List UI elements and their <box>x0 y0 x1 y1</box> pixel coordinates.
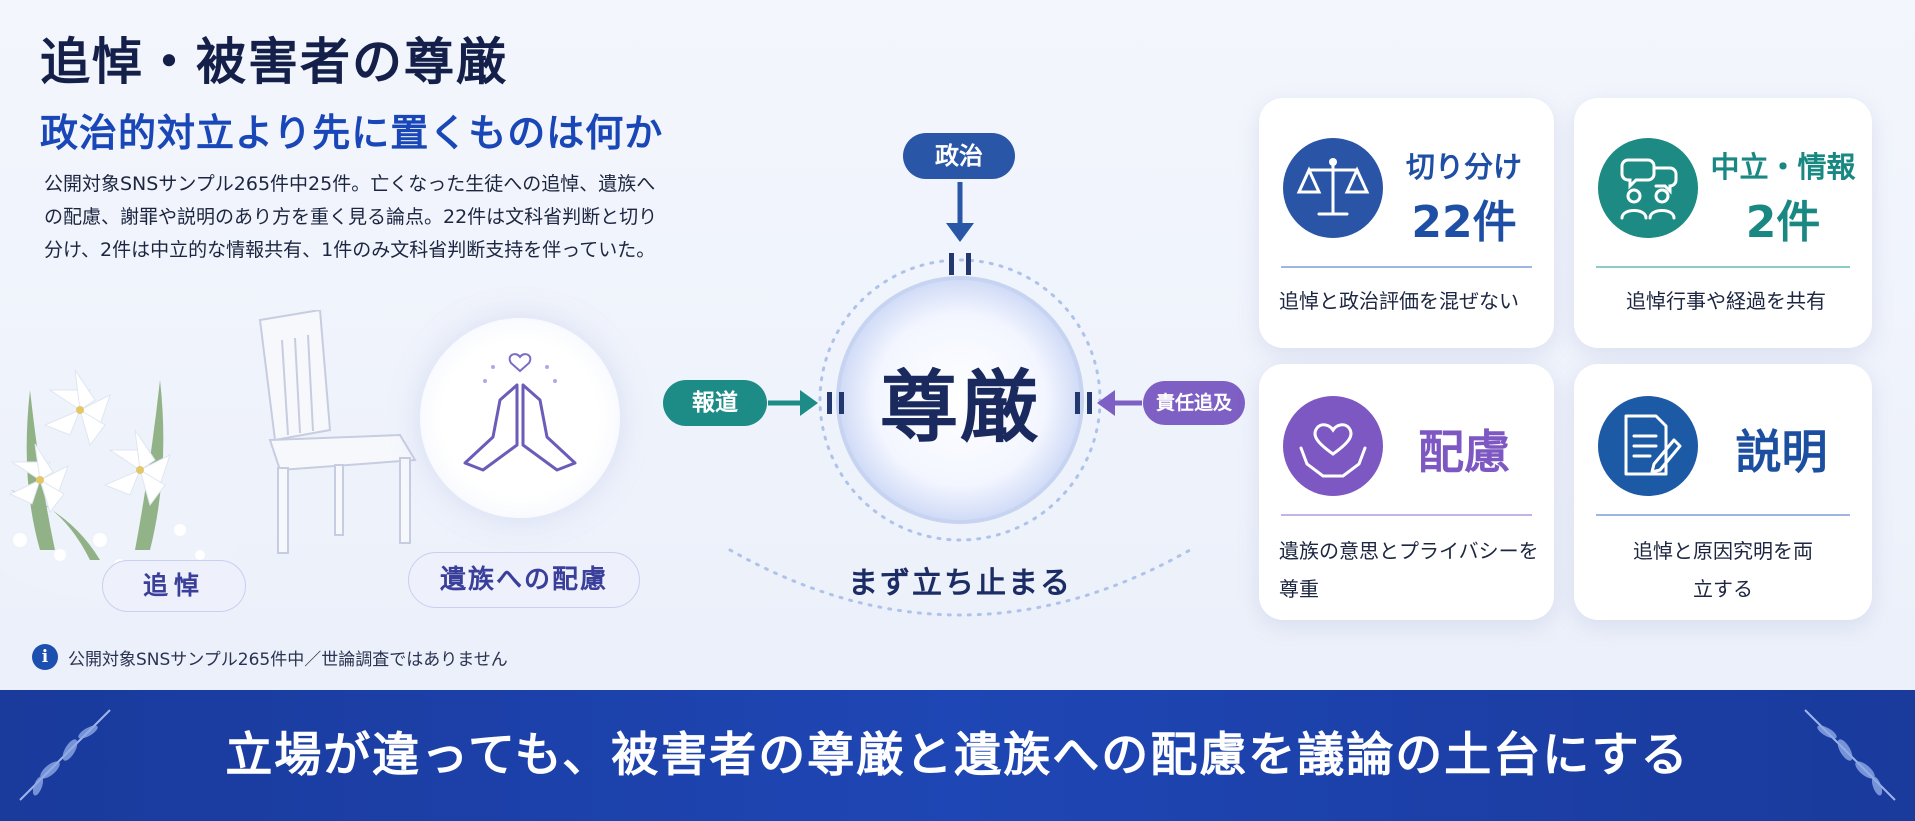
leaf-decoration-right <box>1804 709 1896 801</box>
document-pen-icon <box>1598 396 1698 496</box>
card-neutral-heading: 中立・情報 <box>1710 150 1856 184</box>
heart-hands-icon <box>1283 396 1383 496</box>
card-neutral-body: 追悼行事や経過を共有 <box>1626 289 1826 313</box>
card-neutral-count: 2件 <box>1745 197 1821 248</box>
bottom-banner <box>0 690 1915 821</box>
card-explanation-heading: 説明 <box>1735 425 1828 479</box>
accountability-label: 責任追及 <box>1143 381 1245 425</box>
divider <box>1281 514 1532 516</box>
dignity-center-text: 尊厳 <box>880 362 1041 453</box>
divider <box>1596 266 1850 268</box>
info-icon: i <box>32 644 58 670</box>
card-explanation-body: 追悼と原因究明を両立する <box>1633 539 1813 601</box>
source-note: i 公開対象SNSサンプル265件中／世論調査ではありません <box>32 644 508 670</box>
card-separation: 切り分け 22件 追悼と政治評価を混ぜない <box>1259 98 1554 348</box>
card-separation-body: 追悼と政治評価を混ぜない <box>1279 289 1519 313</box>
empty-chair-illustration <box>258 310 417 554</box>
dignity-diagram <box>728 182 1192 617</box>
scales-icon <box>1283 138 1383 238</box>
card-separation-count: 22件 <box>1411 197 1517 248</box>
press-label: 報道 <box>663 380 767 426</box>
people-chat-icon <box>1598 138 1698 238</box>
izoku-label: 遺族への配慮 <box>408 552 640 608</box>
praying-hands-icon <box>463 353 577 472</box>
page-subtitle: 政治的対立より先に置くものは何か <box>40 111 664 155</box>
description-text: 公開対象SNSサンプル265件中25件。亡くなった生徒への追悼、遺族への配慮、謝… <box>44 173 658 261</box>
praying-hands-circle <box>420 318 620 518</box>
card-separation-heading: 切り分け <box>1405 150 1522 184</box>
politics-label: 政治 <box>903 133 1015 179</box>
banner-message: 立場が違っても、被害者の尊厳と遺族への配慮を議論の土台にする <box>225 728 1690 783</box>
lily-flowers-illustration <box>0 369 240 600</box>
card-consideration-heading: 配慮 <box>1418 425 1510 479</box>
divider <box>1596 514 1850 516</box>
card-consideration: 配慮 遺族の意思とプライバシーを尊重 <box>1259 364 1554 620</box>
divider <box>1281 266 1532 268</box>
leaf-decoration-left <box>19 709 111 801</box>
source-note-text: 公開対象SNSサンプル265件中／世論調査ではありません <box>68 649 508 670</box>
pause-caption: まず立ち止まる <box>848 566 1072 601</box>
card-neutral-info: 中立・情報 2件 追悼行事や経過を共有 <box>1574 98 1872 348</box>
card-explanation: 説明 追悼と原因究明を両立する <box>1574 364 1872 620</box>
tsuito-label: 追悼 <box>102 560 246 612</box>
card-consideration-body: 遺族の意思とプライバシーを尊重 <box>1279 539 1539 601</box>
page-title: 追悼・被害者の尊厳 <box>40 33 508 91</box>
